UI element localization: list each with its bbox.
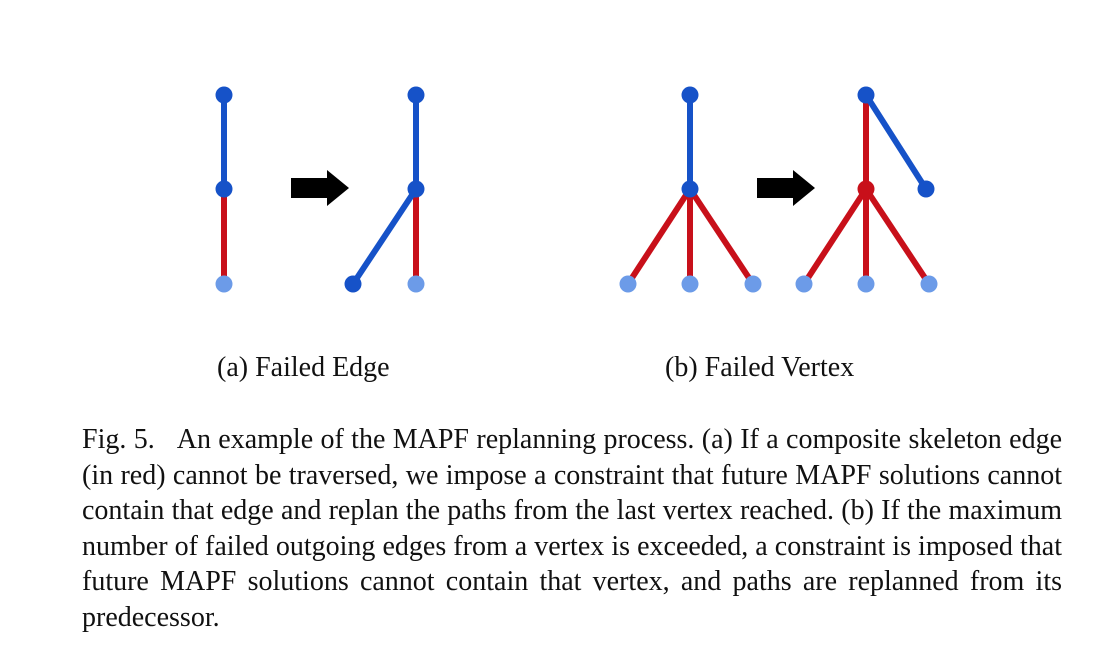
right-arrow-icon <box>291 170 349 206</box>
figure-graphic <box>215 86 938 293</box>
figure-caption: Fig. 5.An example of the MAPF replanning… <box>82 422 1062 636</box>
light-blue-vertex <box>681 275 699 293</box>
blue-vertex <box>681 86 699 104</box>
light-blue-vertex <box>795 275 813 293</box>
red-edge <box>801 187 869 286</box>
blue-vertex <box>917 180 935 198</box>
panel-b-before-graph <box>619 86 762 293</box>
blue-vertex <box>407 180 425 198</box>
blue-edge <box>863 93 929 191</box>
caption-text: An example of the MAPF replanning proces… <box>82 424 1062 633</box>
light-blue-vertex <box>215 275 233 293</box>
blue-vertex <box>857 86 875 104</box>
subcaption-failed-edge: (a) Failed Edge <box>217 352 390 383</box>
blue-vertex <box>344 275 362 293</box>
blue-edge <box>350 187 419 286</box>
red-edge <box>863 187 932 286</box>
blue-vertex <box>407 86 425 104</box>
panel-b-after-graph <box>795 86 938 293</box>
light-blue-vertex <box>857 275 875 293</box>
failed-red-vertex <box>857 180 875 198</box>
right-arrow-icon <box>757 170 815 206</box>
panel-a-before-graph <box>215 86 233 293</box>
blue-vertex <box>215 86 233 104</box>
blue-vertex <box>215 180 233 198</box>
blue-vertex <box>681 180 699 198</box>
figure-label: Fig. 5. <box>82 424 155 455</box>
subcaption-failed-vertex: (b) Failed Vertex <box>665 352 855 383</box>
red-edge <box>625 187 693 286</box>
light-blue-vertex <box>619 275 637 293</box>
red-edge <box>687 187 756 286</box>
light-blue-vertex <box>407 275 425 293</box>
light-blue-vertex <box>744 275 762 293</box>
light-blue-vertex <box>920 275 938 293</box>
panel-a-after-graph <box>344 86 425 293</box>
